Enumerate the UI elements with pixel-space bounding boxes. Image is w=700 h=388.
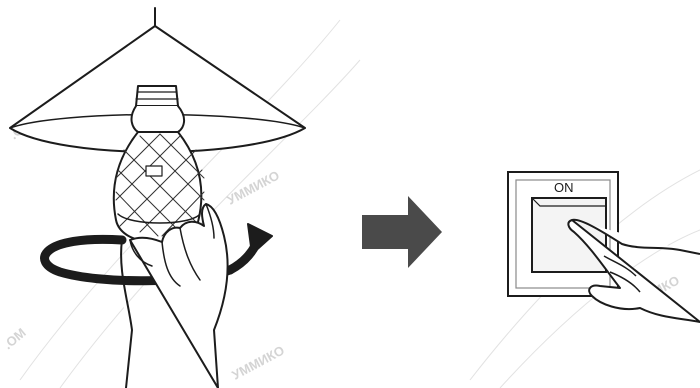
watermark-text: УММИКО — [224, 168, 281, 208]
watermark-text: .OM — [0, 325, 28, 352]
watermark-text: УММИКО — [229, 343, 286, 383]
wall-switch-on-icon: ON — [508, 172, 700, 322]
arrow-right-icon — [362, 196, 442, 268]
switch-on-label: ON — [554, 180, 574, 195]
lamp-bulb-screw-in-icon — [10, 8, 305, 388]
